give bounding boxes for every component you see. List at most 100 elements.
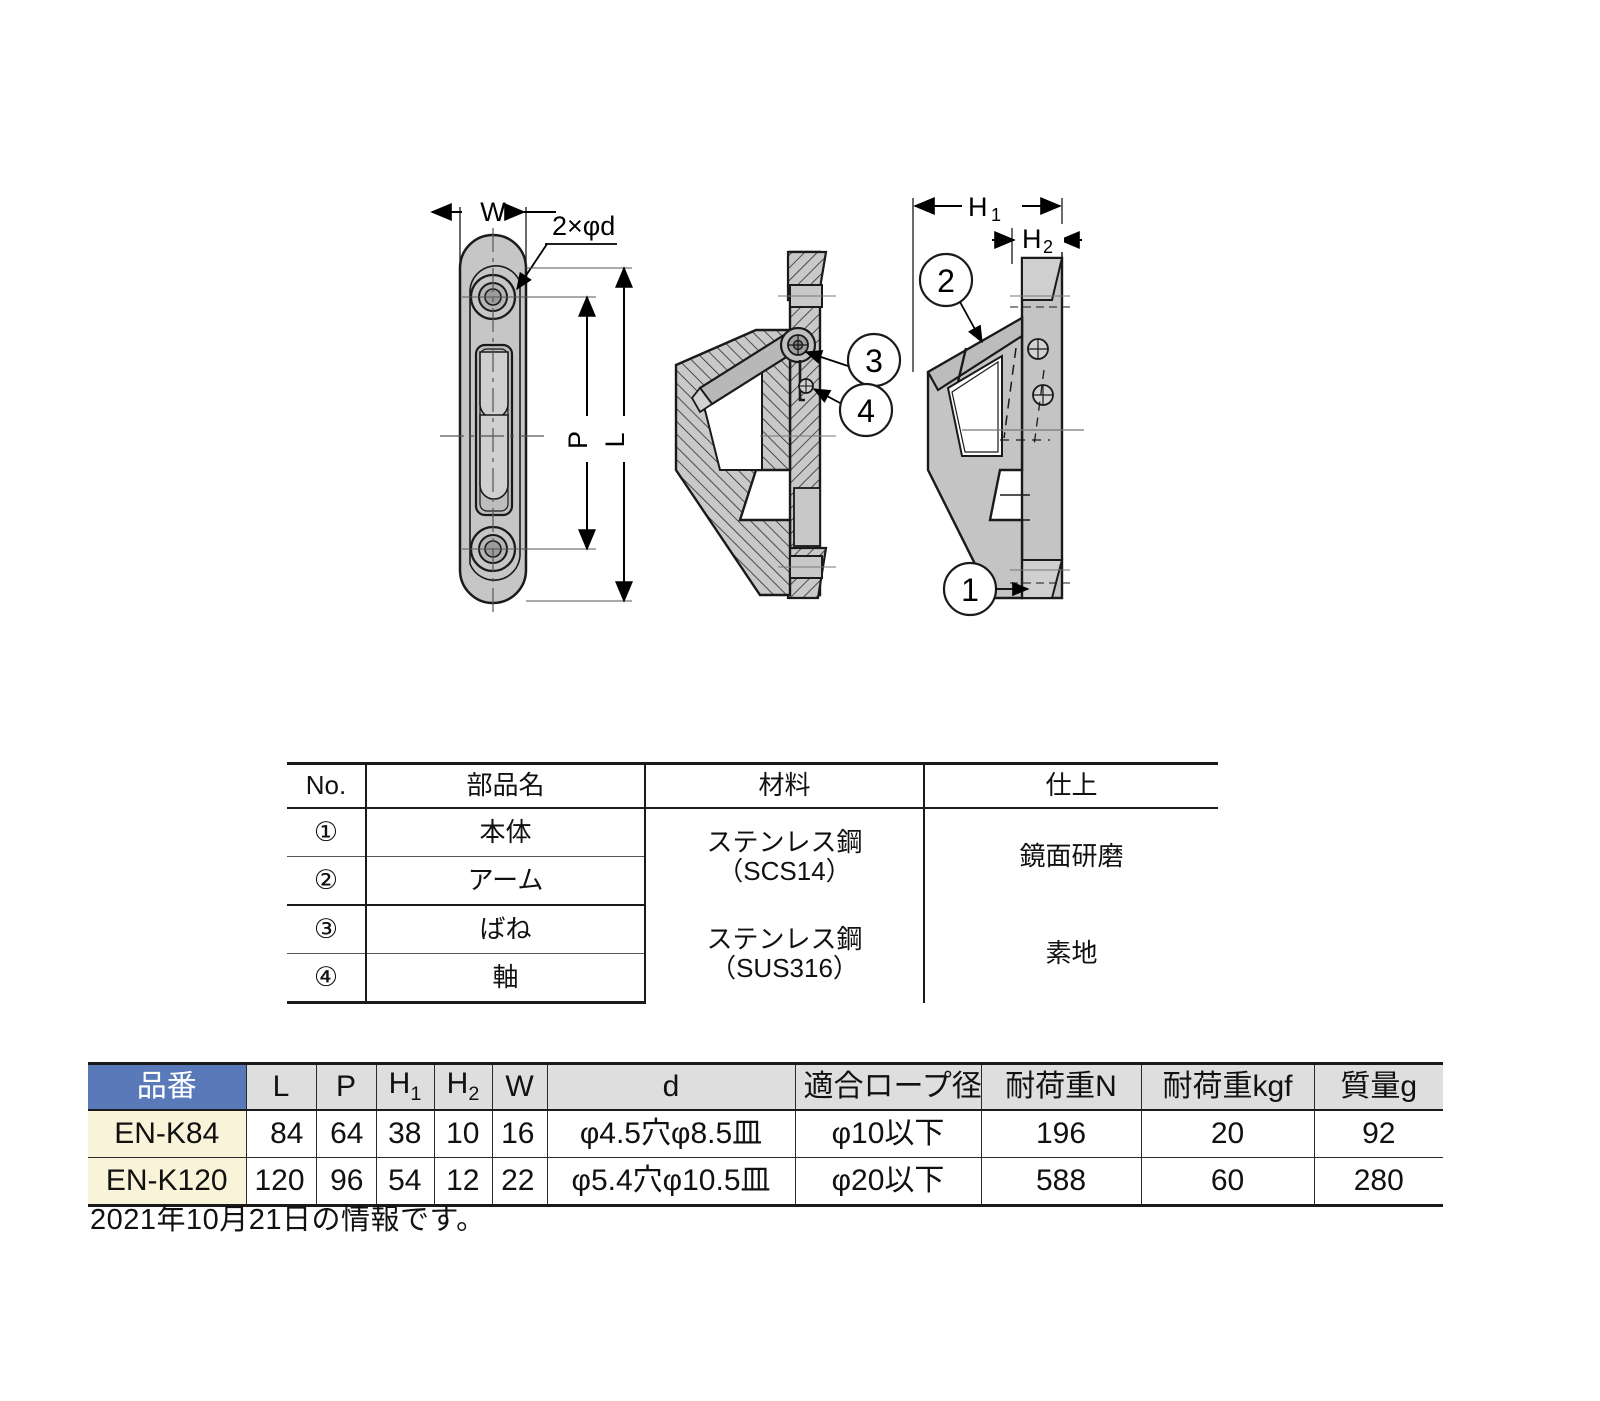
spec-cell-d: φ5.4穴φ10.5皿 bbox=[546, 1157, 796, 1206]
spec-table: 品番 L P H1 H2 W d 適合ロープ径 耐荷重N 耐荷重kgf 質量g … bbox=[88, 1062, 1443, 1207]
material-line-1: ステンレス鋼 bbox=[706, 923, 863, 954]
spec-cell-load-n: 588 bbox=[980, 1157, 1142, 1206]
spec-header-rope: 適合ロープ径 bbox=[794, 1063, 982, 1111]
parts-cell-no-4: ④ bbox=[287, 953, 367, 1004]
annotation-leader-line bbox=[516, 243, 548, 291]
parts-cell-no-2: ② bbox=[287, 856, 367, 906]
spec-header-l: L bbox=[245, 1063, 317, 1111]
side-hidden-line-2 bbox=[1033, 369, 1045, 447]
balloon-4-label: 4 bbox=[857, 393, 875, 429]
parts-header-finish: 仕上 bbox=[924, 762, 1218, 809]
table-row: EN-K120 120 96 54 12 22 φ5.4穴φ10.5皿 φ20以… bbox=[88, 1157, 1443, 1206]
side-plate bbox=[1020, 256, 1064, 600]
spec-cell-load-kgf: 20 bbox=[1140, 1110, 1315, 1158]
parts-header-no: No. bbox=[287, 762, 367, 809]
side-arm-joint-line bbox=[956, 347, 968, 383]
spec-cell-p: 64 bbox=[315, 1110, 377, 1158]
spec-cell-mass-g: 92 bbox=[1313, 1110, 1443, 1158]
spec-header-d: d bbox=[546, 1063, 796, 1111]
spec-header-model: 品番 bbox=[88, 1063, 247, 1111]
parts-cell-finish-12: 鏡面研磨 bbox=[1019, 841, 1124, 872]
spec-header-h2-base: H bbox=[446, 1067, 469, 1101]
balloon-2-leader bbox=[959, 301, 983, 344]
balloon-1-label: 1 bbox=[961, 572, 979, 608]
parts-cell-finish-34: 素地 bbox=[1045, 938, 1098, 969]
spec-cell-load-n: 196 bbox=[980, 1110, 1142, 1158]
spec-header-row: 品番 L P H1 H2 W d 適合ロープ径 耐荷重N 耐荷重kgf 質量g bbox=[88, 1063, 1443, 1111]
dim-label-w: W bbox=[480, 197, 506, 227]
side-arm-bar bbox=[926, 316, 1024, 392]
side-view-group: H 1 H 2 2 1 bbox=[912, 190, 1084, 617]
annotation-2xphi-d: 2×φd bbox=[552, 211, 615, 241]
parts-table-header-row: No. 部品名 材料 仕上 bbox=[287, 762, 1218, 809]
information-date-note: 2021年10月21日の情報です。 bbox=[90, 1204, 486, 1236]
technical-drawing-area: W 2×φd P L bbox=[0, 0, 1600, 700]
spec-cell-mass-g: 280 bbox=[1313, 1157, 1443, 1206]
drawing-canvas: W 2×φd P L bbox=[430, 190, 1084, 617]
balloon-4-leader bbox=[812, 388, 841, 404]
parts-header-name: 部品名 bbox=[366, 762, 646, 809]
table-row: ① 本体 ステンレス鋼 （SCS14） 鏡面研磨 bbox=[287, 808, 1218, 905]
spec-cell-model: EN-K84 bbox=[88, 1110, 247, 1158]
parts-cell-name-3: ばね bbox=[366, 905, 646, 954]
parts-table-container: No. 部品名 材料 仕上 ① 本体 ステンレス鋼 （SCS14） 鏡面研磨 ②… bbox=[287, 762, 1218, 1004]
table-row: EN-K84 84 64 38 10 16 φ4.5穴φ8.5皿 φ10以下 1… bbox=[88, 1110, 1443, 1158]
balloon-2-circle bbox=[918, 252, 974, 308]
balloon-3-leader bbox=[804, 350, 849, 367]
section-spring-tail bbox=[798, 360, 805, 402]
dim-label-h1: H bbox=[968, 192, 988, 222]
side-plate-top-bevel bbox=[1021, 257, 1064, 301]
dim-label-h1-sub: 1 bbox=[991, 205, 1001, 225]
spec-header-h1-base: H bbox=[388, 1067, 411, 1101]
parts-cell-name-1: 本体 bbox=[366, 808, 646, 857]
table-row: ③ ばね ステンレス鋼 （SUS316） 素地 bbox=[287, 905, 1218, 1003]
table-row: ④ 軸 bbox=[287, 953, 1218, 1004]
spec-cell-model: EN-K120 bbox=[88, 1157, 247, 1206]
parts-cell-name-2: アーム bbox=[366, 856, 646, 906]
material-line-2: （SCS14） bbox=[717, 856, 852, 886]
spec-table-container: 品番 L P H1 H2 W d 適合ロープ径 耐荷重N 耐荷重kgf 質量g … bbox=[88, 1062, 1443, 1207]
spec-cell-load-kgf: 60 bbox=[1140, 1157, 1315, 1206]
front-arm-top bbox=[479, 351, 509, 419]
spec-header-h1-sub: 1 bbox=[410, 1083, 422, 1106]
spec-header-w: W bbox=[491, 1063, 548, 1111]
spec-cell-d: φ4.5穴φ8.5皿 bbox=[546, 1110, 796, 1158]
spec-cell-l: 84 bbox=[245, 1110, 317, 1158]
balloon-4-circle bbox=[838, 382, 894, 438]
front-arm-bottom bbox=[479, 414, 509, 500]
front-view-group: W 2×φd P L bbox=[430, 197, 633, 612]
h1-label-bg bbox=[962, 190, 1022, 220]
section-side-pocket bbox=[793, 487, 821, 547]
parts-cell-no-1: ① bbox=[287, 808, 367, 857]
parts-header-material: 材料 bbox=[645, 762, 925, 809]
parts-cell-no-3: ③ bbox=[287, 905, 367, 954]
spec-header-mass-g: 質量g bbox=[1313, 1063, 1443, 1111]
parts-cell-material-12: ステンレス鋼 （SCS14） bbox=[645, 808, 925, 905]
spec-header-h2: H2 bbox=[433, 1063, 493, 1111]
spec-header-h2-sub: 2 bbox=[468, 1083, 480, 1106]
parts-table: No. 部品名 材料 仕上 ① 本体 ステンレス鋼 （SCS14） 鏡面研磨 ②… bbox=[287, 762, 1218, 1004]
spec-cell-h2: 10 bbox=[433, 1110, 493, 1158]
balloon-3-label: 3 bbox=[865, 343, 883, 379]
dim-label-h2-sub: 2 bbox=[1043, 237, 1053, 257]
spec-header-load-n: 耐荷重N bbox=[980, 1063, 1142, 1111]
front-body-inner-edge bbox=[469, 265, 521, 581]
spec-cell-p: 96 bbox=[315, 1157, 377, 1206]
table-row: ② アーム bbox=[287, 856, 1218, 906]
spec-cell-l: 120 bbox=[245, 1157, 317, 1206]
h2-label-bg bbox=[1018, 224, 1064, 252]
material-line-2: （SUS316） bbox=[710, 952, 859, 983]
dim-label-p: P bbox=[563, 431, 593, 449]
spec-cell-w: 22 bbox=[491, 1157, 548, 1206]
section-arm-tip bbox=[690, 386, 714, 414]
balloon-2-label: 2 bbox=[937, 263, 955, 299]
spec-cell-rope: φ20以下 bbox=[794, 1157, 982, 1206]
dim-label-h2: H bbox=[1022, 224, 1042, 254]
side-hidden-line-1 bbox=[1003, 347, 1017, 439]
spec-cell-h1: 38 bbox=[375, 1110, 435, 1158]
spec-header-h1: H1 bbox=[375, 1063, 435, 1111]
dim-label-l: L bbox=[600, 432, 630, 447]
spec-cell-h1: 54 bbox=[375, 1157, 435, 1206]
spec-header-load-kgf: 耐荷重kgf bbox=[1140, 1063, 1315, 1111]
spec-cell-h2: 12 bbox=[433, 1157, 493, 1206]
